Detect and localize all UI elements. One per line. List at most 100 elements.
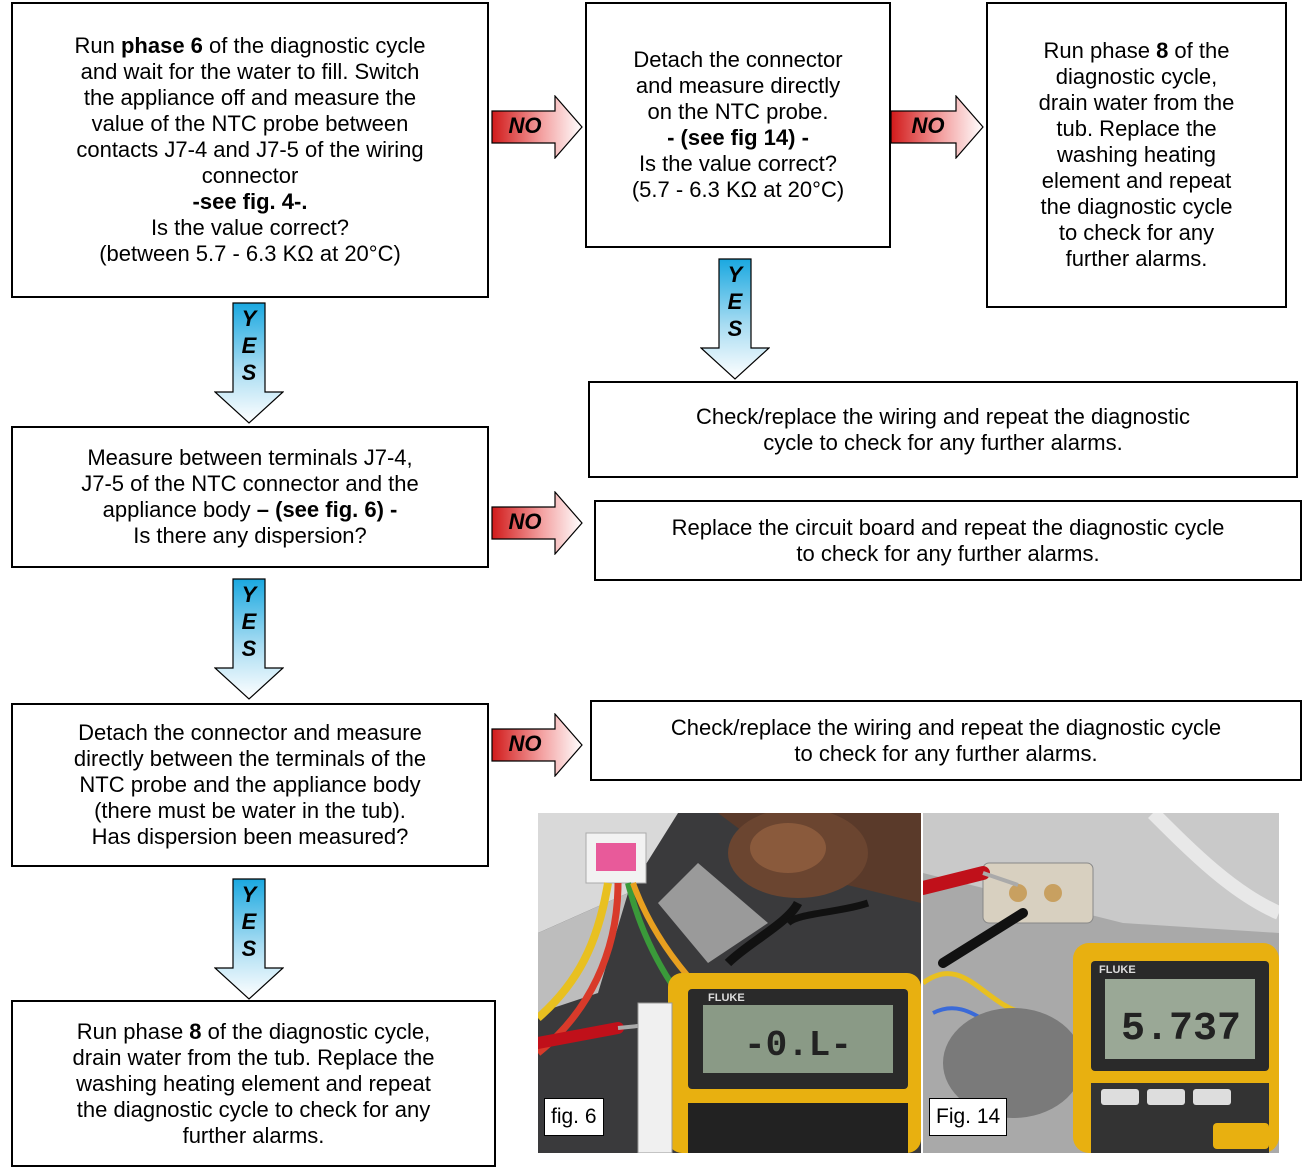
line: drain water from the <box>1038 90 1235 115</box>
line: diagnostic cycle, <box>1055 64 1218 89</box>
line: Measure between terminals J7-4, <box>87 445 413 470</box>
line: washing heating element and repeat <box>76 1070 431 1096</box>
text-bold: – (see fig. 6) - <box>256 497 398 522</box>
line: to check for any further alarms. <box>796 540 1100 566</box>
line: Is the value correct? <box>638 151 838 176</box>
yes-label: Y E S <box>234 581 264 662</box>
line: directly between the terminals of the <box>73 746 427 771</box>
text: Run <box>74 33 121 58</box>
line: value of the NTC probe between <box>91 111 409 136</box>
no-label: NO <box>508 731 542 756</box>
text-bold: 8 <box>1156 38 1169 63</box>
fig-14-label: Fig. 14 <box>929 1098 1008 1136</box>
fig-14-illustration: 5.737 FLUKE <box>923 813 1279 1153</box>
line: Check/replace the wiring and repeat the … <box>695 403 1191 429</box>
yes-letter-y: Y <box>241 882 257 907</box>
step-detach-ntc: Detach the connector and measure directl… <box>585 2 891 248</box>
no-arrow-1: NO <box>491 95 583 159</box>
text-bold: phase 6 <box>120 33 203 58</box>
step-detach-measure-body: Detach the connector and measure directl… <box>11 703 489 867</box>
yes-label: Y E S <box>234 881 264 962</box>
fig-6-illustration: -0.L- FLUKE <box>538 813 921 1153</box>
line: washing heating <box>1056 142 1216 167</box>
line: appliance body – (see fig. 6) - <box>103 497 398 523</box>
step-check-wiring-2: Check/replace the wiring and repeat the … <box>590 700 1302 781</box>
yes-letter-e: E <box>241 909 257 934</box>
no-label: NO <box>508 113 542 138</box>
line: and wait for the water to fill. Switch <box>80 59 420 84</box>
line: connector <box>201 163 299 188</box>
line: Detach the connector <box>633 47 843 72</box>
line: Run phase 6 of the diagnostic cycle <box>75 33 426 59</box>
yes-letter-e: E <box>241 609 257 634</box>
line: on the NTC probe. <box>647 99 829 124</box>
yes-letter-y: Y <box>727 262 743 287</box>
line: Run phase 8 of the <box>1044 38 1230 64</box>
yes-letter-e: E <box>727 289 743 314</box>
yes-letter-y: Y <box>241 582 257 607</box>
yes-letter-y: Y <box>241 306 257 331</box>
text: Run phase <box>76 1018 190 1044</box>
step-check-wiring-1: Check/replace the wiring and repeat the … <box>588 381 1298 478</box>
line: Detach the connector and measure <box>78 720 422 745</box>
line: the diagnostic cycle to check for any <box>76 1096 431 1122</box>
no-arrow-4: NO <box>491 713 583 777</box>
line: Run phase 8 of the diagnostic cycle, <box>77 1019 430 1045</box>
line: the appliance off and measure the <box>83 85 417 110</box>
line: NTC probe and the appliance body <box>79 772 421 797</box>
fig-14-meter-reading: 5.737 <box>1121 1007 1241 1052</box>
text: of the <box>1168 38 1230 63</box>
step-phase8-replace-element-top: Run phase 8 of the diagnostic cycle, dra… <box>986 2 1287 308</box>
no-label: NO <box>508 509 542 534</box>
yes-arrow-2: Y E S <box>700 258 770 380</box>
no-arrow-2: NO <box>890 95 984 159</box>
line: to check for any <box>1058 220 1215 245</box>
photo-fig-6: -0.L- FLUKE fig. 6 <box>538 813 921 1153</box>
line: drain water from the tub. Replace the <box>72 1044 435 1070</box>
yes-letter-s: S <box>241 360 257 385</box>
text: Run phase <box>1043 38 1157 63</box>
line: contacts J7-4 and J7-5 of the wiring <box>76 137 424 162</box>
yes-arrow-4: Y E S <box>214 878 284 1000</box>
yes-letter-s: S <box>241 936 257 961</box>
line: Is the value correct? <box>150 215 350 240</box>
no-label: NO <box>911 113 945 138</box>
fig-6-label: fig. 6 <box>544 1098 604 1136</box>
photo-fig-14: 5.737 FLUKE Fig. 14 <box>923 813 1279 1153</box>
step-phase6-measure: Run phase 6 of the diagnostic cycle and … <box>11 2 489 298</box>
text: of the diagnostic cycle <box>202 33 426 58</box>
line: Has dispersion been measured? <box>91 824 409 849</box>
line: further alarms. <box>1065 246 1208 271</box>
line: to check for any further alarms. <box>794 740 1098 766</box>
line: further alarms. <box>182 1122 325 1148</box>
step-replace-circuit-board: Replace the circuit board and repeat the… <box>594 500 1302 581</box>
text-bold: 8 <box>189 1018 202 1044</box>
yes-arrow-1: Y E S <box>214 302 284 424</box>
line: (between 5.7 - 6.3 KΩ at 20°C) <box>99 241 401 266</box>
line: and measure directly <box>635 73 841 98</box>
text: appliance body <box>102 497 257 522</box>
line: J7-5 of the NTC connector and the <box>81 471 419 496</box>
yes-letter-s: S <box>727 316 743 341</box>
line-bold: -see fig. 4-. <box>192 189 308 214</box>
yes-letter-s: S <box>241 636 257 661</box>
fig-6-meter-brand: FLUKE <box>708 992 745 1004</box>
yes-label: Y E S <box>234 305 264 386</box>
line: Check/replace the wiring and repeat the … <box>670 714 1222 740</box>
line: cycle to check for any further alarms. <box>763 429 1123 455</box>
fig-6-meter-reading: -0.L- <box>744 1025 852 1066</box>
line: Is there any dispersion? <box>133 523 367 548</box>
line: Replace the circuit board and repeat the… <box>671 514 1225 540</box>
line: (there must be water in the tub). <box>94 798 406 823</box>
yes-arrow-3: Y E S <box>214 578 284 700</box>
line: (5.7 - 6.3 KΩ at 20°C) <box>631 177 845 202</box>
step-phase8-replace-element-bottom: Run phase 8 of the diagnostic cycle, dra… <box>11 1000 496 1167</box>
step-measure-appliance-body: Measure between terminals J7-4, J7-5 of … <box>11 426 489 568</box>
text: of the diagnostic cycle, <box>201 1018 431 1044</box>
line: element and repeat <box>1041 168 1232 193</box>
line: tub. Replace the <box>1056 116 1217 141</box>
line-bold: - (see fig 14) - <box>667 125 809 150</box>
yes-label: Y E S <box>720 261 750 342</box>
fig-14-meter-brand: FLUKE <box>1099 964 1136 976</box>
no-arrow-3: NO <box>491 491 583 555</box>
